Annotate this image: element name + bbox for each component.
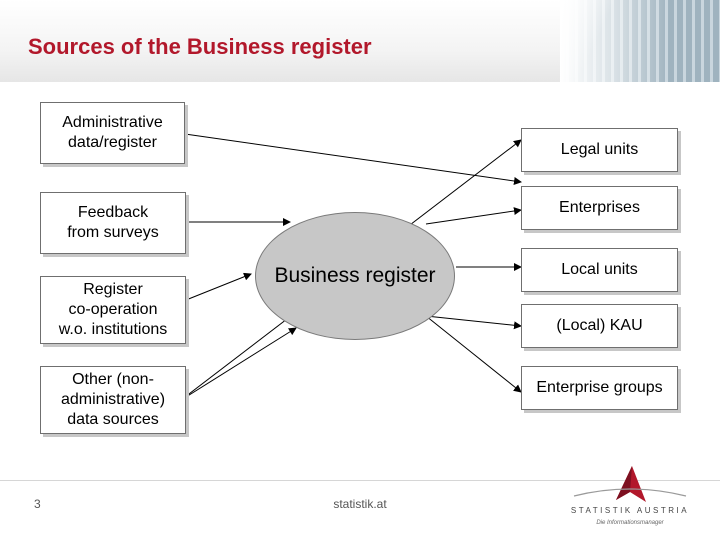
source-label: Feedback from surveys	[67, 204, 159, 241]
output-label: Local units	[561, 261, 638, 278]
source-box-feedback: Feedback from surveys	[40, 192, 186, 254]
output-box-local-units: Local units	[521, 248, 678, 292]
output-box-enterprise-groups: Enterprise groups	[521, 366, 678, 410]
source-box-cooperation: Register co-operation w.o. institutions	[40, 276, 186, 344]
output-box-enterprises: Enterprises	[521, 186, 678, 230]
logo-name: STATISTIK AUSTRIA	[570, 506, 690, 515]
footer-divider	[0, 480, 720, 481]
page-title: Sources of the Business register	[28, 34, 372, 59]
footer-website: statistik.at	[333, 497, 387, 511]
arrow-register-to-kau	[425, 315, 522, 330]
business-register-node: Business register	[255, 212, 455, 340]
source-box-other: Other (non- administrative) data sources	[40, 366, 186, 434]
header-photo-fade	[560, 0, 670, 82]
logo-tagline: Die Informationsmanager	[596, 520, 664, 526]
arrow-register-to-enterprises	[425, 207, 522, 225]
logo-mark-icon	[573, 466, 687, 502]
source-box-administrative: Administrative data/register	[40, 102, 185, 164]
page-number: 3	[34, 497, 41, 511]
arrow-cooperation-to-register	[185, 272, 252, 301]
output-label: (Local) KAU	[556, 317, 643, 334]
arrow-register-to-groups	[425, 315, 522, 393]
center-label: Business register	[274, 264, 436, 287]
output-label: Enterprises	[559, 199, 640, 216]
statistik-austria-logo: STATISTIK AUSTRIA Die Informationsmanage…	[560, 462, 700, 532]
output-box-kau: (Local) KAU	[521, 304, 678, 348]
output-box-legal-units: Legal units	[521, 128, 678, 172]
output-label: Enterprise groups	[536, 379, 663, 396]
source-label: Administrative data/register	[62, 114, 163, 151]
source-label: Register co-operation w.o. institutions	[58, 281, 168, 338]
output-label: Legal units	[560, 141, 639, 158]
arrow-other-to-register	[185, 327, 297, 398]
source-label: Other (non- administrative) data sources	[60, 371, 166, 428]
arrow-admin-to-legal	[184, 133, 522, 185]
